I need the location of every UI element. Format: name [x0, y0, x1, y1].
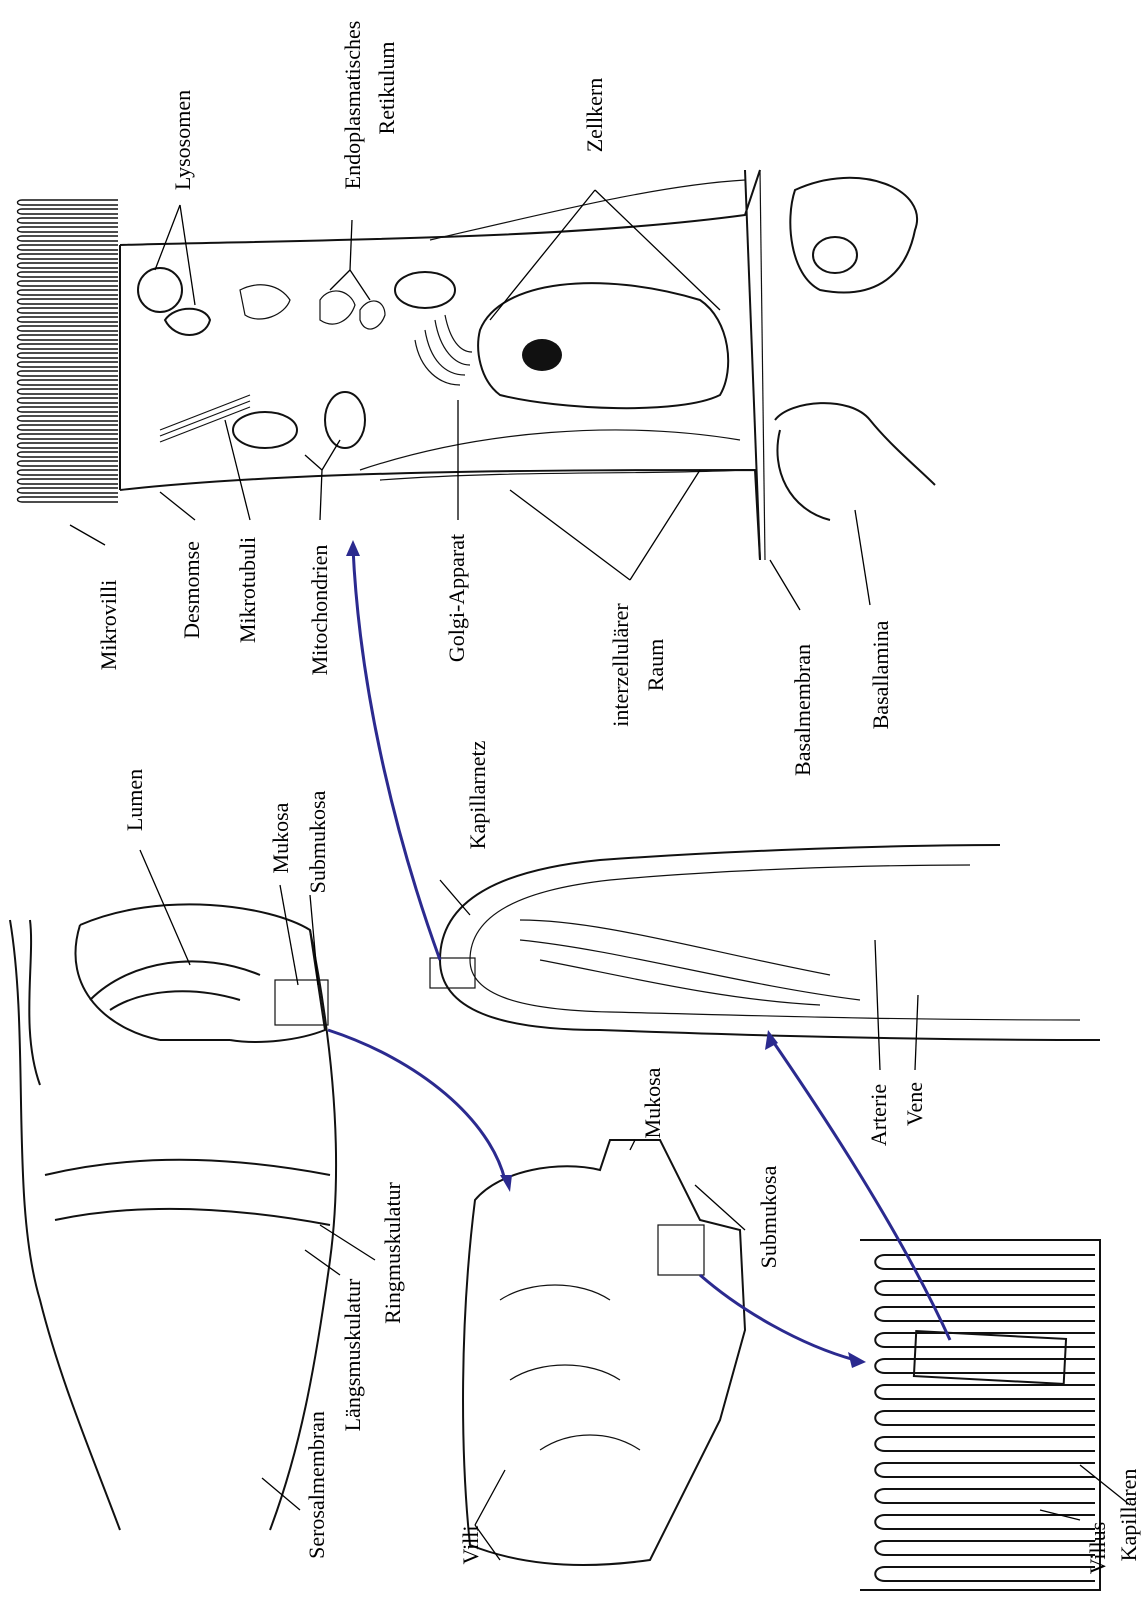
er-drawing — [240, 285, 385, 329]
arrow-tube-to-section-head — [500, 1175, 512, 1192]
golgi-drawing — [415, 315, 472, 385]
nucleus-drawing — [478, 283, 728, 408]
microvillus — [18, 353, 119, 358]
microvillus — [18, 209, 119, 214]
microvillus — [18, 443, 119, 448]
villus-finger — [875, 1515, 1095, 1529]
villus-finger — [875, 1489, 1095, 1503]
microvillus — [18, 281, 119, 286]
villus-drawing — [430, 845, 1100, 1040]
label-interzellulaerer: interzellulärer — [608, 603, 633, 727]
label-endoplasmatisches: Endoplasmatisches — [340, 21, 365, 190]
villus-finger — [875, 1281, 1095, 1295]
label-basallamina: Basallamina — [868, 620, 893, 729]
microvillus — [18, 398, 119, 403]
microvillus — [18, 434, 119, 439]
microvillus — [18, 425, 119, 430]
label-submukosa-section: Submukosa — [756, 1165, 781, 1268]
label-mukosa-section: Mukosa — [640, 1067, 665, 1138]
label-serosalmembran: Serosalmembran — [304, 1411, 329, 1559]
label-retikulum: Retikulum — [374, 42, 399, 135]
label-ringmuskulatur: Ringmuskulatur — [380, 1181, 405, 1323]
microvillus — [18, 299, 119, 304]
microvillus — [18, 452, 119, 457]
epithelial-cell-drawing — [18, 170, 936, 560]
microvillus — [18, 317, 119, 322]
label-vene: Vene — [902, 1082, 927, 1126]
section-labels: Mukosa Submukosa Villi — [458, 1067, 781, 1564]
cell-labels: Mikrovilli Desmomse Mikrotubuli Mitochon… — [96, 21, 893, 776]
microvillus — [18, 380, 119, 385]
microvillus — [18, 326, 119, 331]
microvillus — [18, 335, 119, 340]
label-kapillarnetz: Kapillarnetz — [465, 740, 490, 849]
microvillus — [18, 245, 119, 250]
microvillus — [18, 344, 119, 349]
label-raum: Raum — [643, 639, 668, 692]
arrow-villus-to-cell — [353, 548, 440, 960]
microvilli-drawing — [18, 200, 119, 502]
label-pointer-lines — [70, 190, 1130, 1560]
arrow-section-to-crypts — [700, 1275, 855, 1360]
microvillus — [18, 479, 119, 484]
label-submukosa-tube: Submukosa — [305, 790, 330, 893]
microvillus — [18, 416, 119, 421]
label-lumen: Lumen — [122, 769, 147, 831]
microvillus — [18, 290, 119, 295]
microvillus — [18, 497, 119, 502]
label-lysosomen: Lysosomen — [170, 90, 195, 190]
arrow-villus-to-cell-head — [346, 540, 360, 556]
villus-finger — [875, 1411, 1095, 1425]
villus-finger — [875, 1567, 1095, 1581]
label-arterie: Arterie — [866, 1084, 891, 1146]
label-basalmembran: Basalmembran — [790, 644, 815, 776]
microvillus — [18, 263, 119, 268]
label-mikrovilli: Mikrovilli — [96, 580, 121, 670]
microvillus — [18, 389, 119, 394]
villus-labels: Kapillarnetz Arterie Vene — [465, 740, 927, 1146]
arrow-section-to-crypts-head — [848, 1352, 866, 1368]
microvillus — [18, 461, 119, 466]
label-laengsmuskulatur: Längsmuskulatur — [340, 1278, 365, 1431]
microvillus — [18, 362, 119, 367]
label-desmomse: Desmomse — [179, 541, 204, 639]
microvillus — [18, 227, 119, 232]
mucosa-section-drawing — [463, 1140, 745, 1565]
crypt-labels: Villus Kapillaren — [1085, 1469, 1141, 1575]
villus-finger — [875, 1463, 1095, 1477]
zoom-arrows — [328, 540, 950, 1368]
lysosome-drawing — [138, 268, 182, 312]
microvillus — [18, 218, 119, 223]
label-villus: Villus — [1085, 1522, 1110, 1574]
microvillus — [18, 272, 119, 277]
villus-finger — [875, 1437, 1095, 1451]
microvillus — [18, 308, 119, 313]
microtubule-drawing — [160, 395, 250, 442]
intestine-tube-drawing — [10, 904, 336, 1530]
microvillus — [18, 470, 119, 475]
label-villi: Villi — [458, 1525, 483, 1564]
villus-finger — [875, 1541, 1095, 1555]
microvillus — [18, 488, 119, 493]
villus-finger — [875, 1359, 1095, 1373]
label-kapillaren: Kapillaren — [1116, 1469, 1141, 1562]
villus-finger — [875, 1307, 1095, 1321]
microvillus — [18, 407, 119, 412]
microvillus — [18, 254, 119, 259]
label-mikrotubuli: Mikrotubuli — [235, 537, 260, 643]
crypt-drawing — [860, 1240, 1100, 1590]
microvillus — [18, 236, 119, 241]
microvillus — [18, 200, 119, 205]
label-mitochondrien: Mitochondrien — [307, 545, 332, 676]
arrow-tube-to-section — [328, 1030, 505, 1180]
label-mukosa-tube: Mukosa — [268, 802, 293, 873]
villus-finger — [875, 1385, 1095, 1399]
label-zellkern: Zellkern — [582, 78, 607, 153]
villi-fingers-drawing — [875, 1255, 1095, 1581]
microvillus — [18, 371, 119, 376]
label-golgi-apparat: Golgi-Apparat — [444, 534, 469, 662]
